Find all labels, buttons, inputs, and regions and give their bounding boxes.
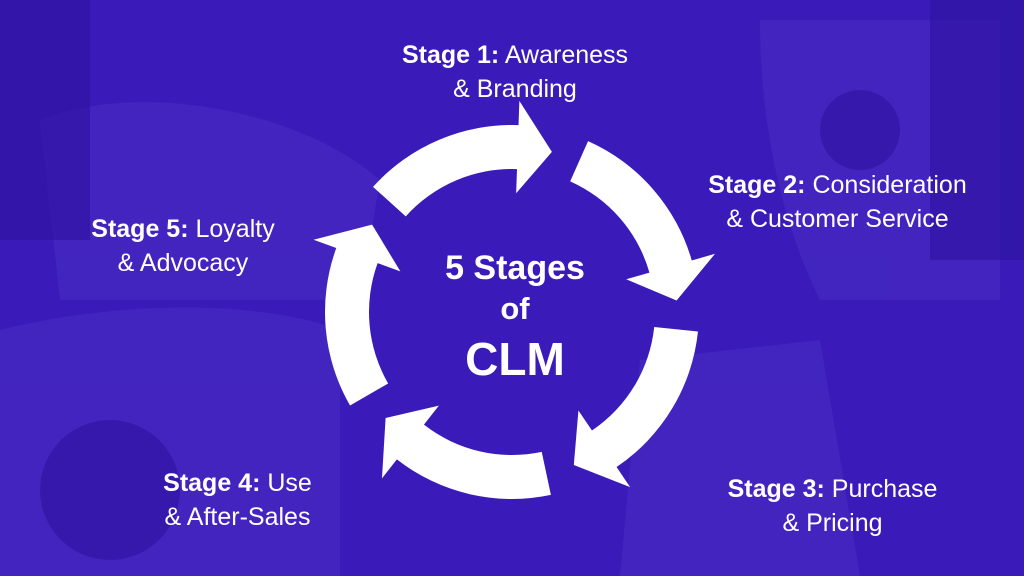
stage-5-subtitle: & Advocacy (117, 249, 249, 277)
cycle-arrow-3 (573, 326, 698, 488)
stage-3-label: Stage 3: Purchase & Pricing (690, 472, 975, 540)
stage-2-label: Stage 2: Consideration & Customer Servic… (660, 168, 1015, 236)
cycle-arrow-2 (570, 141, 716, 301)
stage-5-label: Stage 5: Loyalty & Advocacy (48, 212, 318, 280)
stage-3-name: Purchase (831, 475, 938, 503)
center-title: 5 Stages of CLM (400, 248, 630, 386)
stage-4-subtitle: & After-Sales (164, 503, 311, 531)
stage-2-subtitle: & Customer Service (726, 205, 949, 233)
stage-2-name: Consideration (812, 171, 967, 199)
stage-5-name: Loyalty (195, 215, 275, 243)
stage-5-lead: Stage 5: (91, 215, 189, 243)
center-title-line3: CLM (465, 333, 565, 385)
stage-4-label: Stage 4: Use & After-Sales (120, 466, 355, 534)
center-title-line1: 5 Stages (445, 249, 585, 287)
center-title-line2: of (500, 291, 530, 326)
stage-1-subtitle: & Branding (453, 75, 577, 103)
cycle-arrow-1 (373, 100, 552, 217)
stage-3-lead: Stage 3: (727, 475, 825, 503)
stage-4-name: Use (267, 469, 312, 497)
cycle-arrow-4 (381, 405, 551, 499)
stage-4-lead: Stage 4: (163, 469, 261, 497)
stage-1-lead: Stage 1: (401, 41, 500, 69)
stage-1-name: Awareness (504, 41, 629, 69)
stage-1-label: Stage 1: Awareness & Branding (355, 38, 675, 106)
stage-3-subtitle: & Pricing (782, 509, 883, 537)
stage-2-lead: Stage 2: (708, 171, 806, 199)
cycle-arrow-5 (313, 224, 401, 406)
